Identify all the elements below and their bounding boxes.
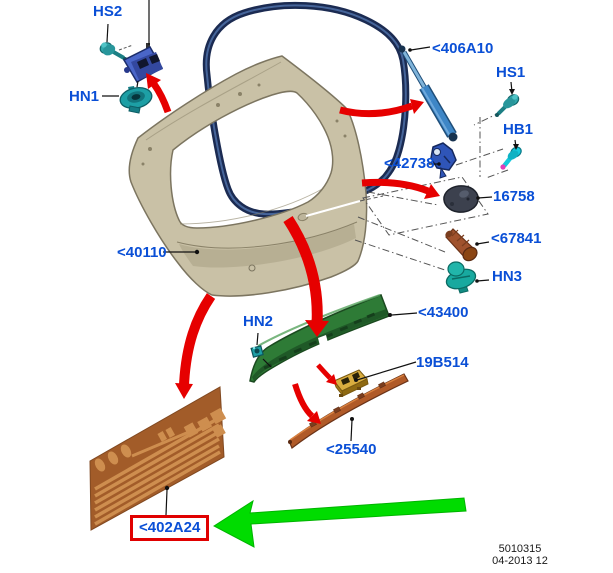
red-arrow-to-strut	[339, 99, 424, 118]
red-arrow-to-trim-panel	[283, 215, 329, 337]
green-pointer-arrow	[213, 497, 467, 548]
red-arrows	[146, 73, 440, 424]
label-hn2[interactable]: HN2	[243, 313, 274, 330]
wiper-highlight-line	[305, 200, 361, 217]
label-43400[interactable]: <43400	[418, 304, 469, 321]
label-hs2[interactable]: HS2	[93, 3, 123, 20]
label-hn3[interactable]: HN3	[492, 268, 523, 285]
hn2-nut	[250, 345, 264, 358]
label-67841[interactable]: <67841	[491, 230, 542, 247]
plug-67841	[445, 228, 478, 262]
weatherstrip-seal	[202, 1, 410, 218]
lamp-19b514	[333, 369, 369, 397]
leader-dots	[164, 48, 519, 491]
label-16758[interactable]: 16758	[493, 188, 535, 205]
lock-cover-16758	[443, 185, 479, 213]
hs2-screw	[99, 42, 127, 61]
label-hn1[interactable]: HN1	[69, 88, 100, 105]
defroster-panel-402a24	[89, 386, 227, 531]
tailgate-latch	[122, 43, 164, 84]
gas-strut-406a10	[398, 45, 458, 142]
trim-panel-notch	[318, 335, 328, 346]
red-arrow-to-lamp	[316, 363, 337, 385]
label-25540[interactable]: <25540	[326, 441, 377, 458]
hn1-grommet	[119, 86, 153, 114]
hn3-grommet	[445, 261, 477, 294]
drawing-stamp: 5010315 04-2013 12	[462, 543, 578, 567]
red-arrow-to-lock-cover	[361, 178, 440, 199]
label-hb1[interactable]: HB1	[503, 121, 534, 138]
license-plate-outline	[362, 176, 489, 236]
date-code: 04-2013 12	[492, 555, 548, 567]
strut-bracket-42738	[430, 142, 457, 179]
hs1-screw	[495, 94, 520, 117]
label-42738[interactable]: <42738	[384, 155, 435, 172]
tailgate-panel-40110	[128, 55, 368, 297]
red-arrow-to-latch	[146, 73, 172, 114]
label-406a10[interactable]: <406A10	[432, 40, 494, 57]
red-arrow-to-defroster	[175, 293, 216, 399]
drawing-number: 5010315	[498, 543, 542, 555]
label-hs1[interactable]: HS1	[496, 64, 526, 81]
label-402a24-highlighted[interactable]: <402A24	[130, 515, 210, 541]
label-19b514[interactable]: 19B514	[416, 354, 469, 371]
construction-lines	[118, 44, 509, 271]
red-arrow-to-moulding	[292, 383, 321, 424]
label-40110[interactable]: <40110	[117, 244, 167, 261]
hb1-bolt	[500, 146, 522, 170]
